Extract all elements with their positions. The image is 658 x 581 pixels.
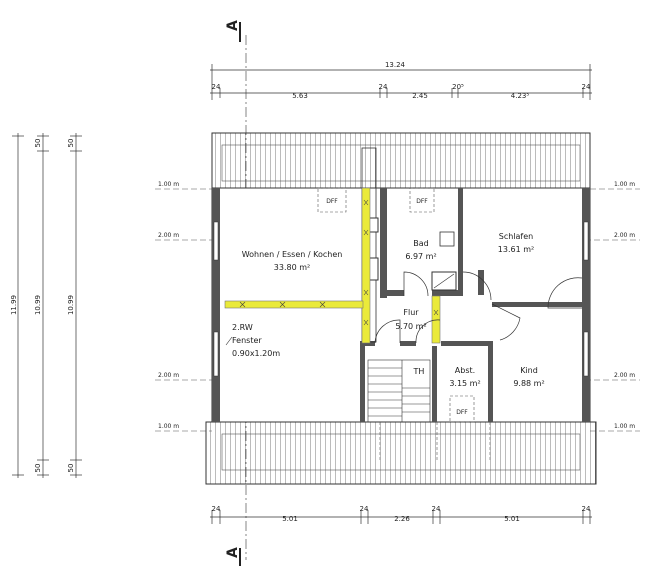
svg-text:2.00 m: 2.00 m	[158, 372, 179, 379]
svg-text:1.00 m: 1.00 m	[158, 423, 179, 430]
roof-bottom-hatch	[205, 421, 597, 485]
dimension-left	[12, 133, 82, 478]
section-mark-top: A	[225, 20, 241, 42]
svg-text:2.45: 2.45	[412, 92, 428, 100]
svg-text:5.01: 5.01	[282, 515, 298, 523]
insulation-strips	[224, 187, 441, 344]
svg-text:Fenster: Fenster	[232, 336, 262, 345]
svg-text:DFF: DFF	[416, 198, 428, 205]
room-th-name: TH	[413, 367, 425, 376]
svg-text:50: 50	[34, 139, 42, 148]
room-flur-area: 5.70 m²	[395, 322, 426, 331]
svg-text:24: 24	[360, 505, 369, 513]
roof-top-hatch	[211, 132, 591, 189]
height-line-labels: 1.00 m 2.00 m 2.00 m 1.00 m 1.00 m 2.00 …	[158, 181, 635, 430]
svg-text:2.00 m: 2.00 m	[614, 372, 635, 379]
window-note: 2.RW Fenster 0.90x1.20m	[225, 323, 280, 358]
skylights	[317, 187, 491, 460]
svg-text:5.63: 5.63	[292, 92, 308, 100]
svg-text:2.RW: 2.RW	[232, 323, 253, 332]
dimension-bottom	[210, 510, 592, 524]
svg-text:24: 24	[212, 505, 221, 513]
svg-text:13.24: 13.24	[385, 61, 406, 69]
svg-text:DFF: DFF	[326, 198, 338, 205]
svg-text:1.00 m: 1.00 m	[158, 181, 179, 188]
section-mark-bottom: A	[225, 547, 241, 566]
svg-text:50: 50	[67, 464, 75, 473]
svg-text:11.99: 11.99	[10, 295, 18, 315]
room-schlafen-area: 13.61 m²	[498, 245, 534, 254]
svg-text:2.26: 2.26	[394, 515, 410, 523]
svg-text:DFF: DFF	[456, 409, 468, 416]
room-wohnen-area: 33.80 m²	[274, 263, 310, 272]
svg-text:24: 24	[212, 83, 221, 91]
svg-text:50: 50	[34, 464, 42, 473]
svg-text:10.99: 10.99	[67, 295, 75, 315]
dff-labels: DFF DFF DFF	[326, 198, 468, 416]
svg-text:10.99: 10.99	[34, 295, 42, 315]
svg-text:24: 24	[582, 83, 591, 91]
dimension-bottom-labels: 24 5.01 24 2.26 24 5.01 24	[212, 505, 591, 523]
svg-text:20⁵: 20⁵	[452, 83, 464, 91]
dimension-top	[210, 64, 592, 100]
room-kind-area: 9.88 m²	[513, 379, 544, 388]
room-bad-area: 6.97 m²	[405, 252, 436, 261]
room-abst-area: 3.15 m²	[449, 379, 480, 388]
room-bad-name: Bad	[413, 239, 428, 248]
svg-text:24: 24	[379, 83, 388, 91]
svg-text:A: A	[225, 547, 241, 558]
room-labels: Wohnen / Essen / Kochen 33.80 m² Bad 6.9…	[242, 232, 545, 388]
svg-text:1.00 m: 1.00 m	[614, 181, 635, 188]
svg-text:4.23⁵: 4.23⁵	[511, 92, 530, 100]
doors	[374, 271, 583, 344]
staircase	[367, 359, 431, 423]
svg-text:5.01: 5.01	[504, 515, 520, 523]
room-wohnen-name: Wohnen / Essen / Kochen	[242, 250, 343, 259]
svg-text:2.00 m: 2.00 m	[614, 232, 635, 239]
svg-text:24: 24	[432, 505, 441, 513]
svg-text:50: 50	[67, 139, 75, 148]
room-abst-name: Abst.	[455, 366, 475, 375]
room-flur-name: Flur	[403, 308, 419, 317]
svg-text:2.00 m: 2.00 m	[158, 232, 179, 239]
room-schlafen-name: Schlafen	[499, 232, 533, 241]
dimension-left-labels: 11.99 50 10.99 50 50 10.99 50	[10, 139, 75, 473]
svg-text:0.90x1.20m: 0.90x1.20m	[232, 349, 280, 358]
svg-text:1.00 m: 1.00 m	[614, 423, 635, 430]
dimension-top-labels: 13.24 24 5.63 24 2.45 20⁵ 4.23⁵ 24	[212, 61, 591, 100]
interior-walls	[360, 188, 582, 422]
room-kind-name: Kind	[520, 366, 538, 375]
svg-text:A: A	[225, 20, 241, 31]
svg-text:24: 24	[582, 505, 591, 513]
